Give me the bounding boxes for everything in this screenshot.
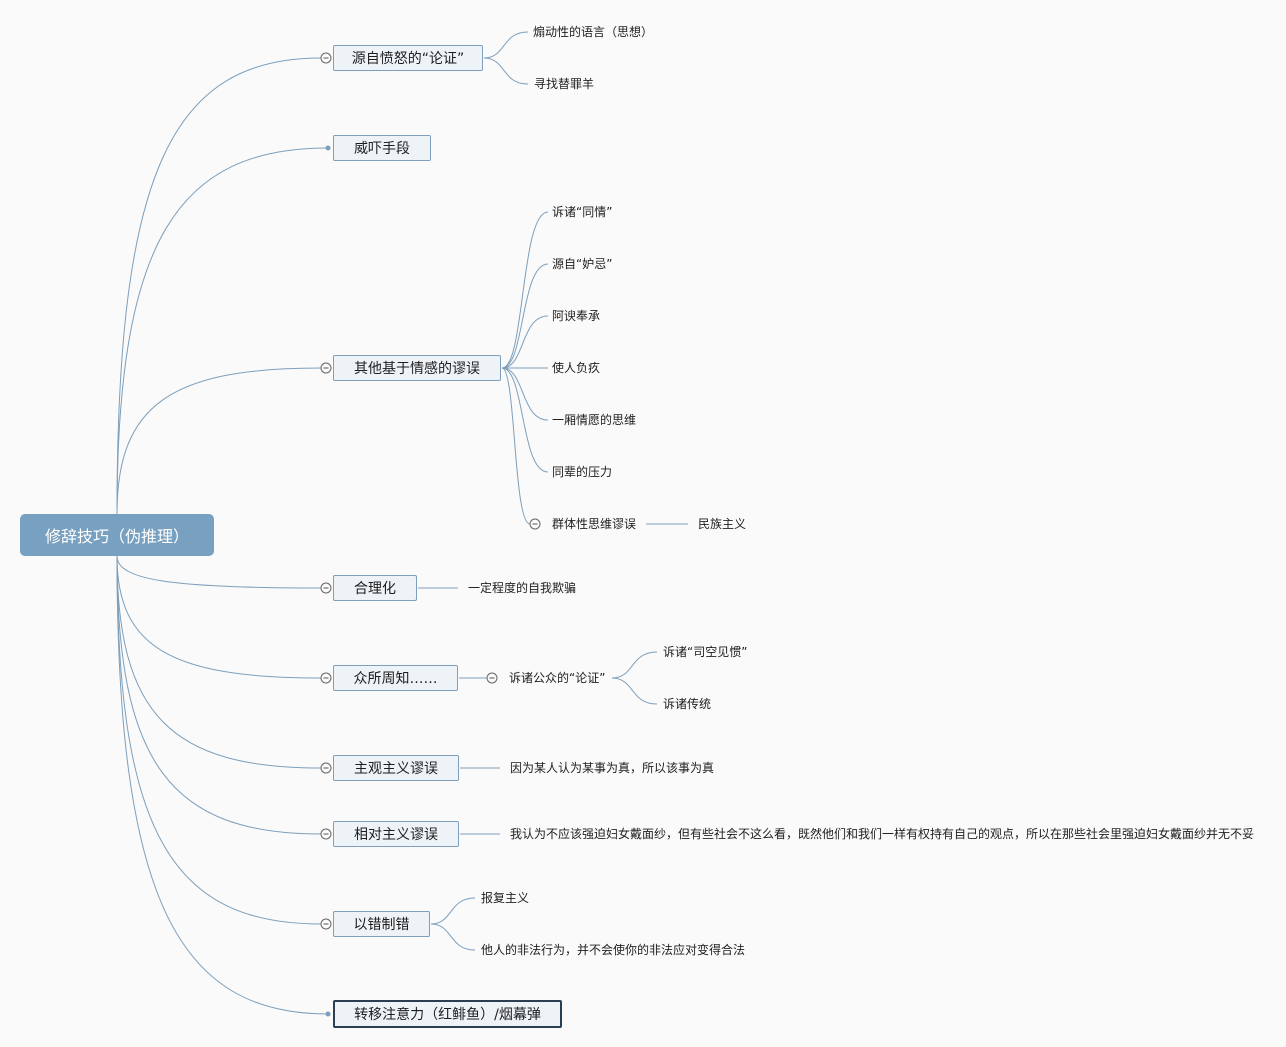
connector-line <box>116 555 322 769</box>
connector-line <box>116 555 322 589</box>
root-topic[interactable]: 修辞技巧（伪推理） <box>20 514 214 556</box>
connector-dot-icon <box>325 1011 331 1017</box>
sub-topic-wishful-thinking[interactable]: 一厢情愿的思维 <box>552 413 637 427</box>
main-topic-red-herring[interactable]: 转移注意力（红鲱鱼）/烟幕弹 <box>333 1000 562 1028</box>
main-topic-intimidation[interactable]: 威吓手段 <box>333 135 431 161</box>
main-topic-relativism[interactable]: 相对主义谬误 <box>333 821 459 847</box>
sub-topic-retaliation[interactable]: 报复主义 <box>481 891 530 905</box>
main-topic-two-wrongs[interactable]: 以错制错 <box>333 911 430 937</box>
sub-topic-appeal-common-practice[interactable]: 诉诸“司空见惯” <box>663 645 748 659</box>
sub-topic-relativism-example[interactable]: 我认为不应该强迫妇女戴面纱，但有些社会不这么看，既然他们和我们一样有权持有自己的… <box>510 827 1255 841</box>
connector-line <box>483 31 529 59</box>
connector-line <box>483 57 529 85</box>
sub-topic-appeal-pity[interactable]: 诉诸“同情” <box>552 205 613 219</box>
collapse-toggle-icon[interactable] <box>320 918 332 930</box>
connector-line <box>116 147 329 515</box>
connector-line <box>116 367 322 515</box>
connector-line <box>501 367 549 473</box>
collapse-toggle-icon[interactable] <box>486 672 498 684</box>
main-topic-rationalization[interactable]: 合理化 <box>333 575 417 601</box>
sub-topic-peer-pressure[interactable]: 同辈的压力 <box>552 465 613 479</box>
connector-dot-icon <box>325 145 331 151</box>
collapse-toggle-icon[interactable] <box>320 52 332 64</box>
connector-line <box>501 315 549 369</box>
connector-line <box>501 263 549 369</box>
sub-topic-appeal-public[interactable]: 诉诸公众的“论证” <box>509 671 606 685</box>
connector-line <box>501 367 531 525</box>
connector-line <box>116 57 322 515</box>
connector-line <box>116 555 322 679</box>
collapse-toggle-icon[interactable] <box>320 672 332 684</box>
connector-line <box>116 555 329 1015</box>
sub-topic-groupthink[interactable]: 群体性思维谬误 <box>552 517 637 531</box>
collapse-toggle-icon[interactable] <box>320 362 332 374</box>
main-topic-emotional-fallacies[interactable]: 其他基于情感的谬误 <box>333 355 501 381</box>
sub-topic-flattery[interactable]: 阿谀奉承 <box>552 309 601 323</box>
connector-line <box>611 677 658 705</box>
main-topic-anger-argument[interactable]: 源自愤怒的“论证” <box>333 45 483 71</box>
sub-topic-envy[interactable]: 源自“妒忌” <box>552 257 613 271</box>
sub-topic-scapegoat[interactable]: 寻找替罪羊 <box>534 77 595 91</box>
collapse-toggle-icon[interactable] <box>320 828 332 840</box>
sub-topic-nationalism[interactable]: 民族主义 <box>698 517 747 531</box>
collapse-toggle-icon[interactable] <box>320 762 332 774</box>
sub-topic-appeal-tradition[interactable]: 诉诸传统 <box>663 697 712 711</box>
sub-topic-guilt[interactable]: 使人负疚 <box>552 361 601 375</box>
connector-line <box>611 651 658 679</box>
sub-topic-illegal-response[interactable]: 他人的非法行为，并不会使你的非法应对变得合法 <box>481 943 746 957</box>
connector-line <box>501 367 549 421</box>
connector-line <box>501 211 549 369</box>
collapse-toggle-icon[interactable] <box>529 518 541 530</box>
connector-line <box>116 555 322 835</box>
main-topic-common-knowledge[interactable]: 众所周知…… <box>333 665 458 691</box>
sub-topic-self-deception[interactable]: 一定程度的自我欺骗 <box>468 581 577 595</box>
sub-topic-inflammatory-language[interactable]: 煽动性的语言（思想） <box>533 25 654 39</box>
connector-line <box>430 897 476 925</box>
connector-line <box>116 555 322 925</box>
connector-line <box>430 923 476 951</box>
sub-topic-subjectivism-example[interactable]: 因为某人认为某事为真，所以该事为真 <box>510 761 715 775</box>
main-topic-subjectivism[interactable]: 主观主义谬误 <box>333 755 459 781</box>
collapse-toggle-icon[interactable] <box>320 582 332 594</box>
